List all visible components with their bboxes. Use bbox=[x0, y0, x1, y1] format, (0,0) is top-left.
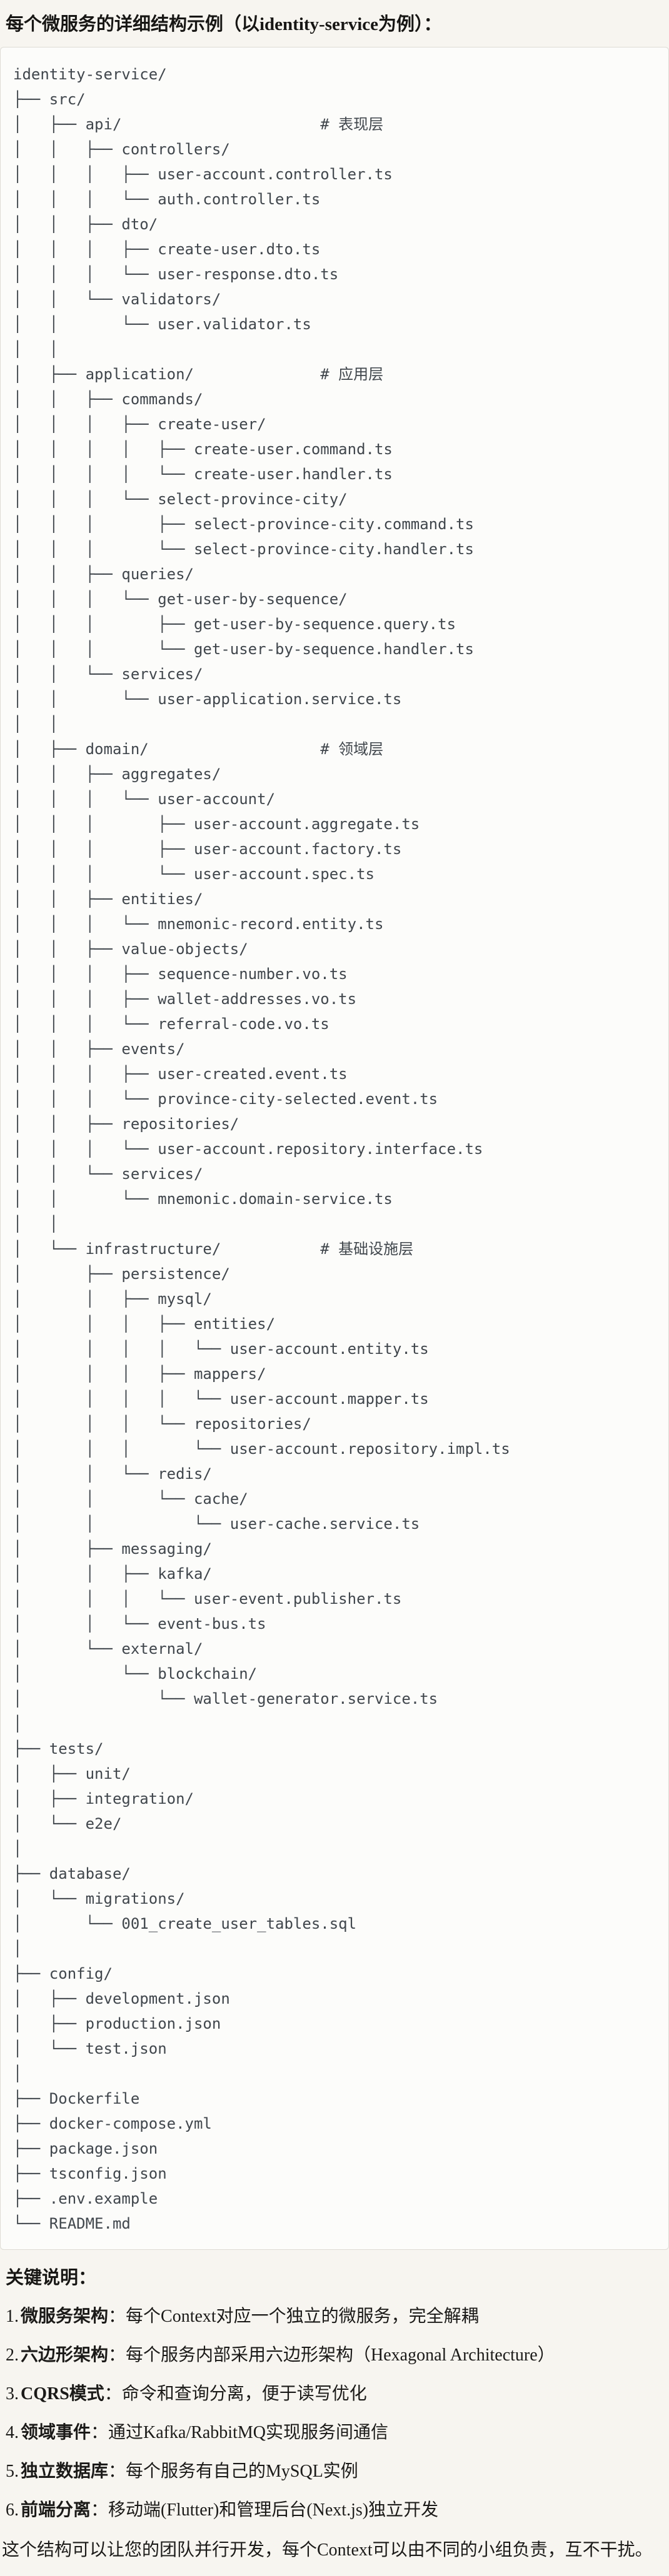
notes-heading: 关键说明： bbox=[6, 2268, 97, 2288]
list-item-label: 领域事件 bbox=[21, 2423, 91, 2442]
page-title: 每个微服务的详细结构示例（以identity-service为例）： bbox=[6, 14, 442, 34]
directory-tree: identity-service/ ├── src/ │ ├── api/ # … bbox=[13, 66, 510, 2232]
list-item-text: ：命令和查询分离，便于读写优化 bbox=[104, 2384, 367, 2404]
list-item-label: 六边形架构 bbox=[21, 2345, 109, 2365]
list-item: 5.独立数据库：每个服务有自己的MySQL实例 bbox=[6, 2461, 669, 2482]
list-item-text: ：每个服务有自己的MySQL实例 bbox=[108, 2462, 358, 2481]
list-item: 3.CQRS模式：命令和查询分离，便于读写优化 bbox=[6, 2384, 669, 2405]
directory-tree-code-block: identity-service/ ├── src/ │ ├── api/ # … bbox=[0, 47, 669, 2250]
list-item-text: ：通过Kafka/RabbitMQ实现服务间通信 bbox=[91, 2423, 388, 2442]
notes-list: 1.微服务架构：每个Context对应一个独立的微服务，完全解耦 2.六边形架构… bbox=[0, 2306, 669, 2521]
list-item-label: CQRS模式 bbox=[21, 2384, 104, 2404]
list-item-text: ：每个服务内部采用六边形架构（Hexagonal Architecture） bbox=[108, 2345, 555, 2365]
list-item-text: ：每个Context对应一个独立的微服务，完全解耦 bbox=[108, 2307, 479, 2326]
list-item: 6.前端分离：移动端(Flutter)和管理后台(Next.js)独立开发 bbox=[6, 2500, 669, 2521]
list-item-number: 5. bbox=[6, 2462, 19, 2481]
closing-paragraph: 这个结构可以让您的团队并行开发，每个Context可以由不同的小组负责，互不干扰… bbox=[2, 2540, 653, 2560]
list-item-text: ：移动端(Flutter)和管理后台(Next.js)独立开发 bbox=[91, 2500, 439, 2520]
list-item: 2.六边形架构：每个服务内部采用六边形架构（Hexagonal Architec… bbox=[6, 2345, 669, 2366]
list-item-label: 前端分离 bbox=[21, 2500, 91, 2520]
list-item-label: 独立数据库 bbox=[21, 2462, 109, 2481]
list-item-number: 6. bbox=[6, 2500, 19, 2520]
list-item-label: 微服务架构 bbox=[21, 2307, 109, 2326]
list-item-number: 1. bbox=[6, 2307, 19, 2326]
list-item: 4.领域事件：通过Kafka/RabbitMQ实现服务间通信 bbox=[6, 2422, 669, 2444]
list-item: 1.微服务架构：每个Context对应一个独立的微服务，完全解耦 bbox=[6, 2306, 669, 2327]
document-body: 每个微服务的详细结构示例（以identity-service为例）： ident… bbox=[0, 12, 669, 2561]
list-item-number: 2. bbox=[6, 2345, 19, 2365]
list-item-number: 4. bbox=[6, 2423, 19, 2442]
list-item-number: 3. bbox=[6, 2384, 19, 2404]
